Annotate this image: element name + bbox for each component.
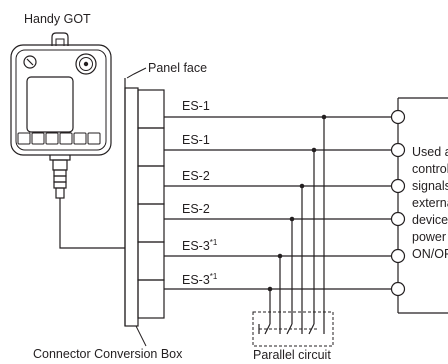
dial-icon bbox=[23, 55, 37, 69]
signal-label: ES-1 bbox=[182, 133, 210, 147]
handy-got-label: Handy GOT bbox=[24, 12, 91, 26]
parallel-circuit: Parallel circuit bbox=[252, 311, 334, 362]
signal-label: ES-2 bbox=[182, 169, 210, 183]
key-switch-icon bbox=[75, 53, 97, 75]
parallel-circuit-label: Parallel circuit bbox=[253, 348, 331, 362]
terminal bbox=[390, 109, 406, 125]
handy-got-device: Handy GOT bbox=[10, 12, 125, 249]
panel: Panel face Connector Conversion Box bbox=[33, 61, 207, 361]
terminal bbox=[390, 142, 406, 158]
switch-contact bbox=[264, 323, 281, 335]
cable bbox=[59, 198, 125, 249]
connector-conversion-box bbox=[124, 87, 139, 327]
panel-face-label: Panel face bbox=[148, 61, 207, 75]
signal-label: ES-3*1 bbox=[182, 272, 218, 287]
signal-label: ES-2 bbox=[182, 202, 210, 216]
cable-connector bbox=[49, 155, 71, 199]
device-description: Used as control signals of external devi… bbox=[412, 145, 448, 261]
connector-box-label: Connector Conversion Box bbox=[33, 347, 183, 361]
terminal bbox=[390, 211, 406, 227]
parallel-circuit-box bbox=[252, 311, 334, 347]
signal-lines bbox=[164, 116, 392, 290]
terminal bbox=[390, 178, 406, 194]
signal-label: ES-3*1 bbox=[182, 238, 218, 253]
terminal bbox=[390, 248, 406, 264]
junction-dots bbox=[267, 114, 327, 292]
terminal-block bbox=[137, 89, 165, 319]
parallel-wires bbox=[269, 117, 325, 324]
terminal bbox=[390, 281, 406, 297]
signal-label: ES-1 bbox=[182, 99, 210, 113]
external-device: Used as control signals of external devi… bbox=[390, 97, 448, 314]
screen bbox=[26, 76, 74, 133]
function-keys bbox=[17, 132, 101, 145]
signal-labels: ES-1 ES-1 ES-2 ES-2 ES-3*1 ES-3*1 bbox=[182, 99, 218, 287]
